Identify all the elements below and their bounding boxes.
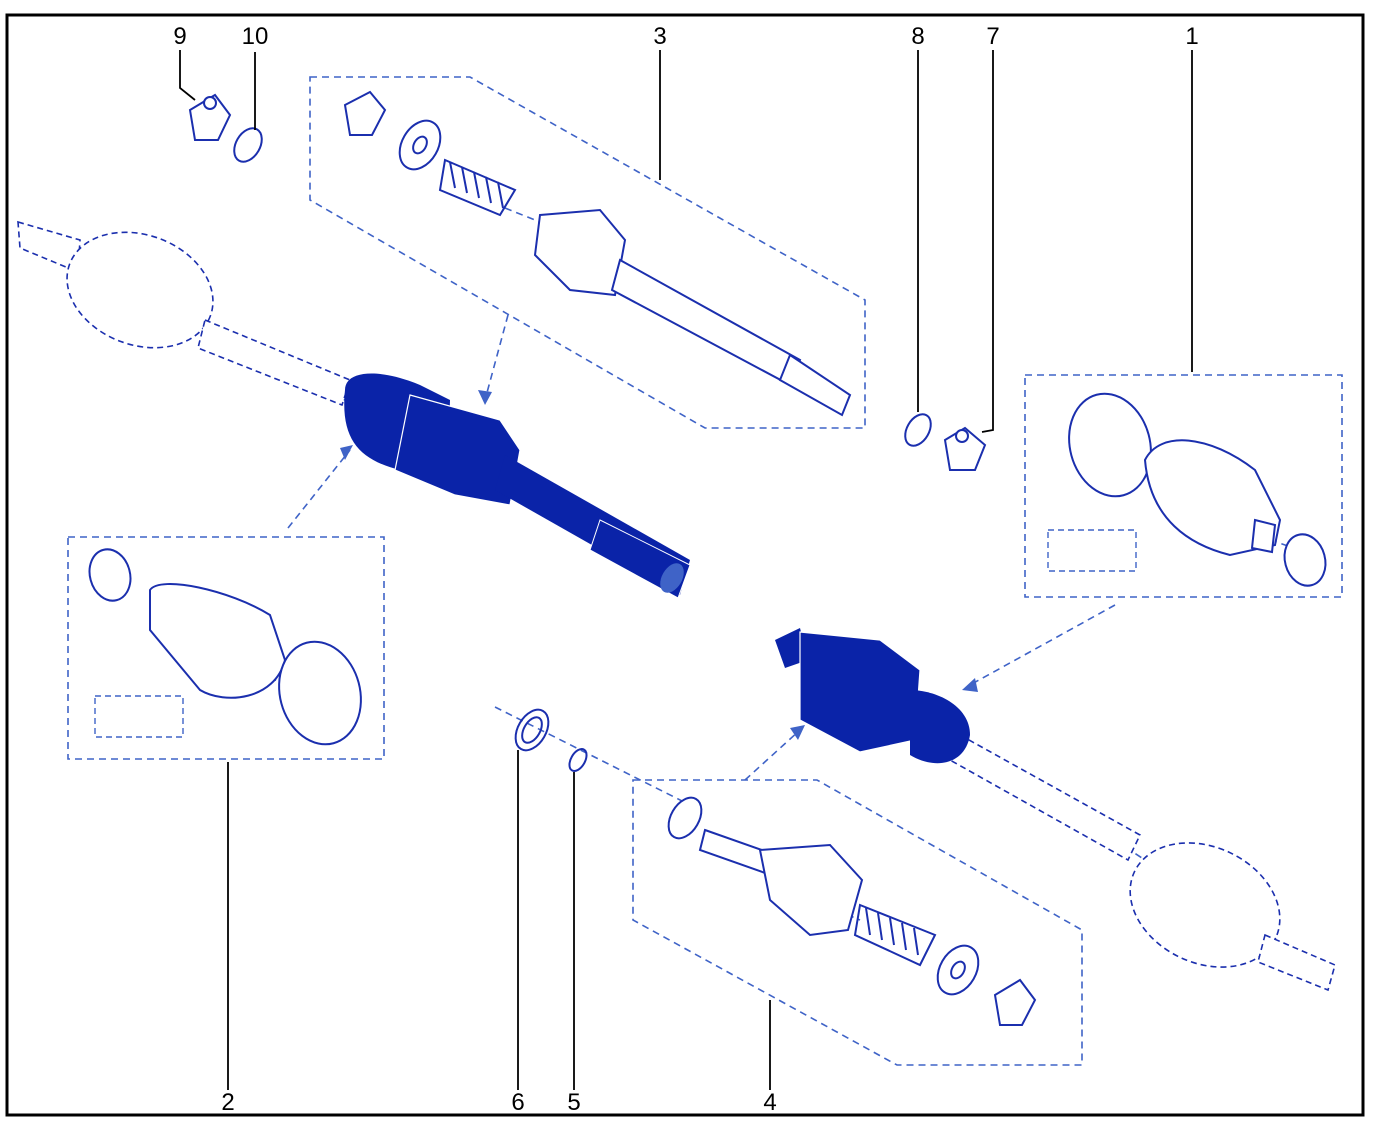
right-outer-cv-joint [948,733,1336,992]
callout-4: 4 [763,1089,776,1116]
callout-6: 6 [511,1089,524,1116]
kit-1-parts [1068,392,1327,587]
left-inner-joint-assembly [344,373,691,599]
callout-8: 8 [911,23,924,50]
callout-1: 1 [1185,23,1198,50]
callout-10: 10 [242,23,269,50]
group-box-2-label [94,695,184,738]
part-8 [904,413,932,447]
callout-7: 7 [986,23,999,50]
part-6 [514,708,550,752]
part-7 [943,426,987,471]
part-5 [568,748,588,772]
leader-lines [179,50,1193,1090]
group-box-4 [632,779,1083,1066]
callout-5: 5 [567,1089,580,1116]
group-box-1-label [1047,529,1137,572]
group-box-2 [67,536,385,760]
left-outer-cv-joint [17,220,351,407]
kit-4-parts [667,796,1037,1026]
part-10 [233,127,263,163]
callout-3: 3 [653,23,666,50]
part-9 [188,93,232,141]
callout-9: 9 [173,23,186,50]
kit-2-parts [88,548,362,746]
right-inner-joint-assembly [775,628,970,764]
diagram-border [5,13,1365,1117]
callout-2: 2 [221,1089,234,1116]
group-box-1 [1024,374,1343,598]
arrowheads [340,390,978,740]
group-box-3 [309,76,866,429]
kit-3-parts [343,90,852,417]
